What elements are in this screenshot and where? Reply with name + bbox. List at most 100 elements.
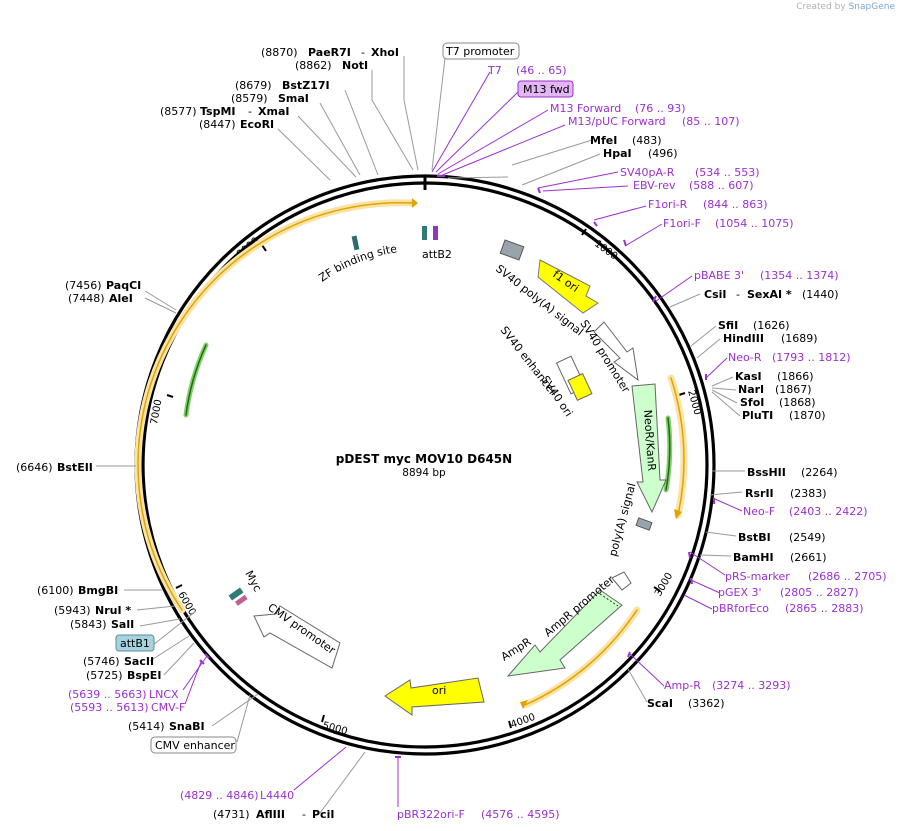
site-csii-name: CsiI: [704, 288, 726, 301]
site-bsteii-pos: (6646): [16, 461, 53, 474]
primer-leader-lines: [182, 71, 743, 807]
site-rsrii-pos: (2383): [790, 487, 827, 500]
site-paqci-name: PaqCI: [106, 279, 141, 292]
primer-pbabe3-name: pBABE 3': [694, 269, 744, 282]
site-hindiii-name: HindIII: [723, 332, 764, 345]
primer-f1orir-range: (844 .. 863): [703, 198, 768, 211]
primer-ebvrev-name: EBV-rev: [633, 179, 676, 192]
primer-m13fwd-name: M13 Forward: [550, 102, 621, 115]
tick-1000: 1000: [592, 239, 619, 263]
primer-marks: [199, 175, 715, 758]
primer-prsmarker-name: pRS-marker: [725, 570, 790, 583]
primer-neor-range: (1793 .. 1812): [772, 351, 851, 364]
leader-lines: [96, 56, 745, 814]
m13-fwd-label: M13 fwd: [523, 83, 570, 96]
plasmid-name: pDEST myc MOV10 D645N: [336, 452, 512, 466]
site-paer7i-name: PaeR7I: [308, 46, 351, 59]
primer-sv40par-name: SV40pA-R: [620, 166, 675, 179]
primer-ampr-range: (3274 .. 3293): [712, 679, 791, 692]
site-sfoi-name: SfoI: [740, 396, 764, 409]
f1-ori-arrow: [537, 259, 599, 314]
primer-labels: T7 (46 .. 65) M13 Forward (76 .. 93) M13…: [68, 64, 887, 821]
site-bamhi-name: BamHI: [733, 551, 774, 564]
site-hindiii-pos: (1689): [781, 332, 818, 345]
zf-binding-marker: [351, 235, 360, 251]
site-ecori-name: EcoRI: [240, 118, 274, 131]
site-bsteii-name: BstEII: [57, 461, 93, 474]
primer-t7-range: (46 .. 65): [516, 64, 567, 77]
svg-text:-: -: [361, 46, 365, 59]
site-sfoi-pos: (1868): [779, 396, 816, 409]
attb1-label: attB1: [120, 637, 150, 650]
features: [228, 226, 667, 716]
sv40-polya-box: [499, 239, 525, 261]
site-afliii-pos: (4731): [213, 808, 250, 821]
site-bamhi-pos: (2661): [790, 551, 827, 564]
t7-promoter-label: T7 promoter: [445, 45, 515, 58]
site-paer7i-pos: (8870): [261, 46, 298, 59]
polya-box: [635, 517, 653, 531]
primer-pgex3-range: (2805 .. 2827): [780, 586, 859, 599]
ampr-promoter-arrow: [611, 571, 632, 591]
svg-text:-: -: [302, 808, 306, 821]
site-pluti-pos: (1870): [789, 409, 826, 422]
primer-ampr-name: Amp-R: [664, 679, 701, 692]
site-bsshii-name: BssHII: [747, 466, 786, 479]
myc-marker-a: [228, 587, 244, 601]
tick-marks: [166, 176, 686, 729]
site-paqci-pos: (7456): [65, 279, 102, 292]
neokan-arrow: [631, 383, 667, 514]
primer-m13puc-range: (85 .. 107): [682, 115, 740, 128]
site-smai-pos: (8579): [231, 92, 268, 105]
site-nrui-pos: (5943): [54, 604, 91, 617]
credit-prefix: Created by: [796, 2, 846, 12]
primer-pbrforeco-name: pBRforEco: [712, 602, 769, 615]
site-bstbi-pos: (2549): [789, 531, 826, 544]
attb2-label: attB2: [422, 248, 452, 261]
primer-pgex3-name: pGEX 3': [718, 586, 762, 599]
primer-ebvrev-range: (588 .. 607): [689, 179, 754, 192]
primer-neof-name: Neo-F: [743, 505, 775, 518]
site-snabi-name: SnaBI: [169, 720, 205, 733]
site-labels-left: (8870) PaeR7I - XhoI (8862) NotI (8679) …: [16, 46, 399, 821]
boxed-labels: T7 promoter M13 fwd attB1 CMV enhancer: [115, 42, 574, 754]
attb2-marker-b: [433, 226, 438, 240]
site-xmai-name: XmaI: [258, 105, 289, 118]
primer-lncx-range: (5639 .. 5663): [68, 688, 147, 701]
snapgene-logo: SnapGene: [848, 2, 895, 12]
primer-cmvf-range: (5593 .. 5613): [70, 701, 149, 714]
tick-7000: 7000: [149, 399, 164, 426]
site-scai-pos: (3362): [688, 697, 725, 710]
site-pcii-name: PciI: [312, 808, 334, 821]
site-nari-pos: (1867): [775, 383, 812, 396]
site-tspmi-name: TspMI: [200, 105, 236, 118]
site-sacii-name: SacII: [124, 655, 154, 668]
plasmid-length: 8894 bp: [402, 467, 446, 479]
site-bmgbi-pos: (6100): [37, 584, 74, 597]
primer-cmvf-name: CMV-F: [151, 701, 185, 714]
snapgene-credit: Created by SnapGene: [796, 2, 895, 12]
site-scai-name: ScaI: [647, 697, 673, 710]
primer-f1orir-name: F1ori-R: [648, 198, 688, 211]
polya-label: poly(A) signal: [606, 482, 638, 558]
tick-2000: 2000: [685, 389, 703, 416]
site-bstz17i-pos: (8679): [235, 79, 272, 92]
site-noti-name: NotI: [342, 59, 368, 72]
sv40-promoter-arrow: [593, 321, 639, 382]
site-hpai-pos: (496): [648, 147, 678, 160]
site-csii-pos: (1440): [802, 288, 839, 301]
site-bstz17i-name: BstZ17I: [282, 79, 330, 92]
site-hpai-name: HpaI: [603, 147, 632, 160]
site-bstbi-name: BstBI: [738, 531, 771, 544]
primer-pbr322ori-range: (4576 .. 4595): [481, 808, 560, 821]
myc-marker-b: [234, 594, 248, 606]
site-sfii-name: SfiI: [718, 319, 738, 332]
attb2-marker-a: [422, 226, 427, 240]
site-noti-pos: (8862): [295, 59, 332, 72]
site-mfei-pos: (483): [632, 134, 662, 147]
site-sexai-name: SexAI *: [747, 288, 792, 301]
site-rsrii-name: RsrII: [745, 487, 774, 500]
primer-pbr322ori-name: pBR322ori-F: [397, 808, 465, 821]
ori-arrow: [384, 677, 485, 716]
site-snabi-pos: (5414): [128, 720, 165, 733]
